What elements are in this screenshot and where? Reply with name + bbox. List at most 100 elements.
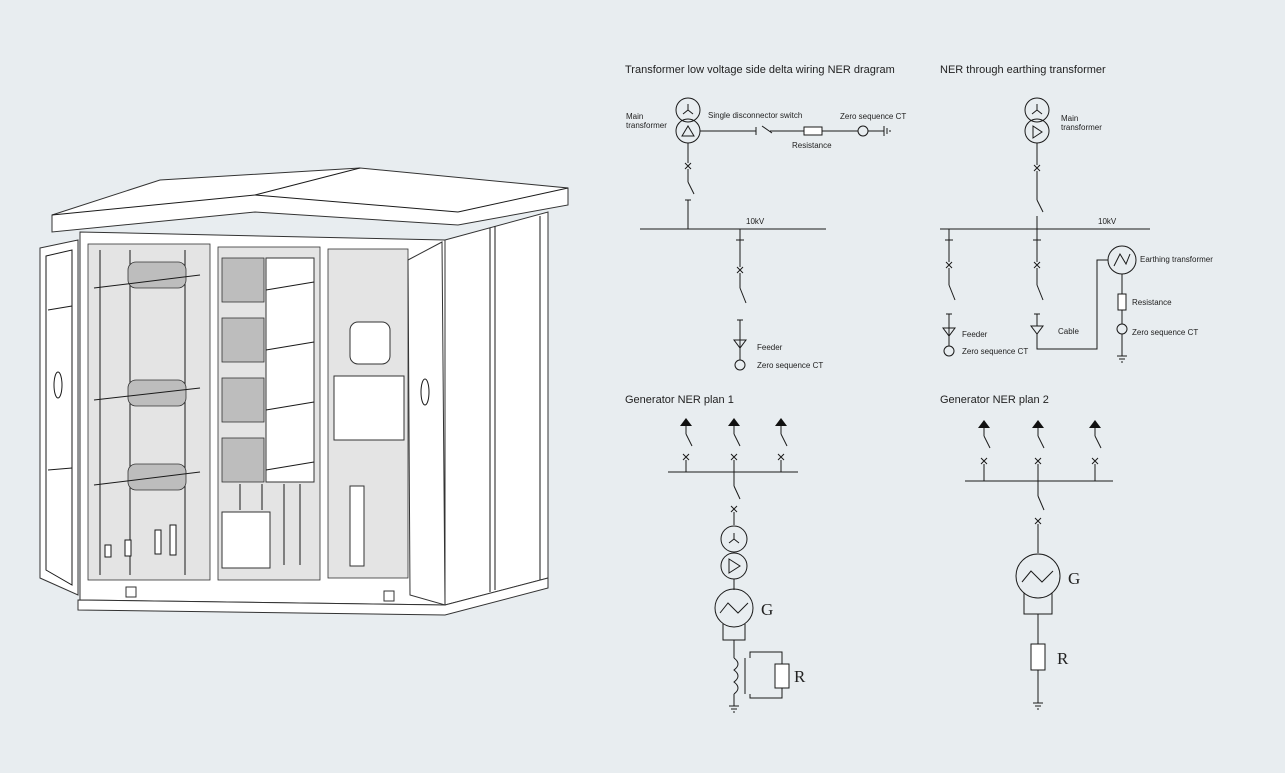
compartment-1 — [87, 243, 211, 581]
wiring-terminals — [239, 484, 301, 565]
label-resistor: R — [1057, 649, 1069, 668]
breaker-x — [730, 505, 738, 513]
label-feeder: Feeder — [757, 343, 783, 352]
outgoing-feeder — [978, 420, 991, 481]
feeder-arrow — [942, 327, 956, 337]
terminal — [154, 529, 162, 555]
label-zero-sequence-ct: Zero sequence CT — [840, 112, 906, 121]
roof-ridge — [254, 167, 361, 196]
earthing-transformer — [1107, 245, 1137, 275]
star-symbol — [682, 104, 694, 115]
star-symbol — [1031, 104, 1043, 115]
label-feeder: Feeder — [962, 330, 988, 339]
resistor-element — [774, 663, 790, 689]
zigzag-symbol — [1113, 252, 1131, 267]
label-generator: G — [1068, 569, 1080, 588]
switch-blade — [948, 284, 956, 301]
outgoing-feeder — [1089, 420, 1102, 481]
zero-sequence-ct — [734, 359, 746, 371]
delta-symbol — [681, 125, 695, 137]
label-cable: Cable — [1058, 327, 1079, 336]
outgoing-feeder — [728, 418, 741, 472]
outgoing-feeder — [1032, 420, 1045, 481]
switch-blade — [733, 485, 741, 500]
breaker-x — [945, 261, 953, 269]
label-resistance: Resistance — [792, 141, 832, 150]
label-main-transformer: Main — [626, 112, 643, 121]
ground-symbol — [1117, 355, 1127, 363]
outgoing-feeder — [680, 418, 693, 472]
roof-edge-right — [457, 187, 569, 213]
section-title: Generator NER plan 1 — [625, 394, 734, 406]
left-door-handle — [53, 371, 63, 399]
ct-column — [349, 485, 365, 567]
switch-blade — [1036, 199, 1044, 213]
zero-sequence-ct — [857, 125, 869, 137]
terminal — [104, 544, 112, 558]
switch-blade — [739, 287, 747, 304]
zero-sequence-ct — [1116, 323, 1128, 335]
transformer-winding-star — [1024, 97, 1050, 123]
outgoing-feeder — [775, 418, 788, 472]
label-generator: G — [761, 600, 773, 619]
resistor-element — [1030, 643, 1046, 671]
busbar-link — [93, 387, 201, 401]
grounding-transformer-coil — [733, 657, 739, 695]
switch-blade — [1036, 284, 1044, 301]
label-main-transformer: transformer — [626, 121, 667, 130]
roof-edge — [254, 194, 459, 213]
door-rib — [47, 467, 73, 471]
section-title: NER through earthing transformer — [940, 64, 1106, 76]
transformer-winding-delta — [675, 118, 701, 144]
generator-wave — [719, 602, 749, 614]
busbar-link — [93, 274, 201, 289]
diagram-generator-ner-plan-2: Generator NER plan 2 G — [940, 394, 1113, 710]
diagram-earthing-transformer-ner: NER through earthing transformer Main tr… — [940, 64, 1213, 363]
ground-symbol — [729, 705, 739, 713]
breaker-x — [1034, 517, 1042, 525]
diagram-generator-ner-plan-1: Generator NER plan 1 — [625, 394, 806, 713]
generator — [714, 588, 754, 628]
transformer-winding-delta — [1024, 118, 1050, 144]
switch-blade — [1037, 495, 1045, 511]
step-up-transformer-winding — [720, 552, 748, 580]
left-door-inner — [45, 249, 73, 586]
base-hole — [383, 590, 395, 602]
feeder-arrow — [733, 339, 747, 349]
left-door — [39, 239, 79, 596]
ground-symbol — [1033, 702, 1043, 710]
transformer-winding-star — [675, 97, 701, 123]
disconnector-blade — [761, 125, 773, 134]
cable-arrow — [1030, 325, 1044, 335]
section-title: Generator NER plan 2 — [940, 394, 1049, 406]
label-single-disconnector-switch: Single disconnector switch — [708, 111, 802, 120]
label-zero-sequence-ct: Zero sequence CT — [757, 361, 823, 370]
cable-route — [1036, 259, 1108, 350]
breaker-x — [1033, 261, 1041, 269]
cabinet-side — [444, 211, 549, 606]
base-hole — [125, 586, 137, 598]
breaker-x — [684, 162, 692, 170]
delta-symbol — [1032, 125, 1043, 139]
neutral-link — [722, 624, 746, 641]
busbar-link — [93, 471, 201, 486]
breaker-x — [1033, 164, 1041, 172]
zero-sequence-ct — [943, 345, 955, 357]
generator-wave — [1021, 570, 1054, 583]
ground-symbol — [883, 126, 891, 136]
label-zero-sequence-ct: Zero sequence CT — [1132, 328, 1198, 337]
label-busbar-voltage: 10kV — [1098, 217, 1117, 226]
window-panel — [349, 321, 391, 365]
right-door — [407, 241, 446, 606]
label-zero-sequence-ct: Zero sequence CT — [962, 347, 1028, 356]
control-box — [333, 375, 405, 441]
switch-blade — [687, 181, 695, 195]
generator — [1015, 553, 1061, 599]
base-unit — [221, 511, 271, 569]
delta-symbol — [728, 558, 741, 574]
resistor-stack — [221, 257, 315, 483]
terminal — [124, 539, 132, 557]
resistance-element — [803, 126, 823, 136]
step-up-transformer-winding — [720, 525, 748, 553]
